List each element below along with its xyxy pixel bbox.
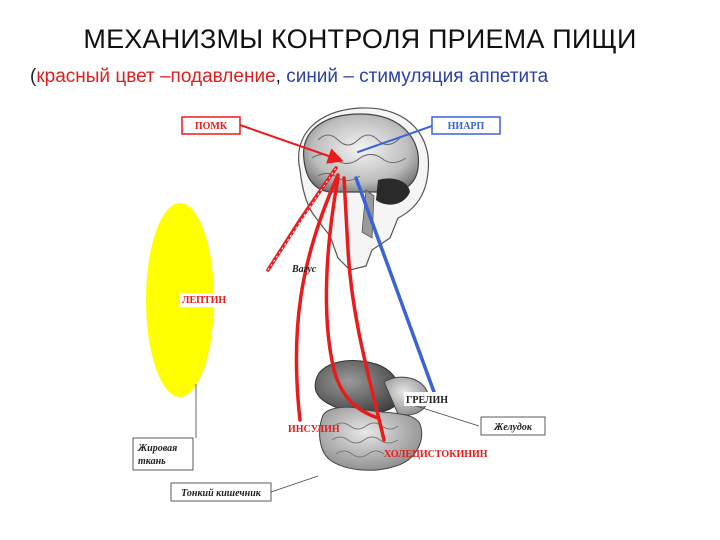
brain-image bbox=[303, 113, 420, 239]
page-title: МЕХАНИЗМЫ КОНТРОЛЯ ПРИЕМА ПИЩИ bbox=[83, 24, 637, 54]
subtitle-separator: , bbox=[275, 66, 287, 87]
stomach-label: Желудок bbox=[493, 422, 533, 433]
pomk-label: ПОМК bbox=[195, 121, 228, 132]
suppression-arrows bbox=[239, 124, 386, 442]
legend-suppression: красный цвет –подавление bbox=[36, 66, 276, 87]
niarp-box bbox=[431, 116, 501, 135]
arrow-pomk-to-brain bbox=[239, 124, 344, 164]
small-intestine-label: Тонкий кишечник bbox=[181, 488, 262, 499]
fat-tissue-box bbox=[132, 437, 194, 471]
arrow-cholecystokinin bbox=[342, 176, 386, 442]
niarp-label: НИАРП bbox=[448, 121, 485, 132]
arrow-niarp-to-brain bbox=[357, 125, 433, 153]
insulin-label: ИНСУЛИН bbox=[288, 424, 340, 435]
small-intestine-box bbox=[170, 482, 272, 502]
leader-lines bbox=[195, 384, 480, 493]
arrow-vagus bbox=[324, 176, 380, 420]
fat-tissue-label-line2: ткань bbox=[138, 456, 166, 467]
grelin-label: ГРЕЛИН bbox=[406, 395, 448, 406]
fat-tissue-label-line1: Жировая bbox=[137, 443, 177, 454]
vagus-nerve-dotted bbox=[267, 167, 337, 271]
stomach-box bbox=[480, 416, 546, 436]
leptin-box bbox=[180, 293, 238, 307]
cholecystokinin-label: ХОЛЕЦИСТОКИНИН bbox=[384, 449, 488, 460]
pomk-box bbox=[181, 116, 241, 135]
legend-subtitle: (красный цвет –подавление, синий – стиму… bbox=[30, 66, 548, 88]
leptin-label: ЛЕПТИН bbox=[182, 295, 226, 306]
arrow-grelin bbox=[354, 176, 436, 394]
stimulation-arrows bbox=[354, 125, 436, 394]
legend-stimulation: синий – стимуляция аппетита bbox=[286, 66, 549, 87]
vagus-label: Вагус bbox=[291, 264, 317, 275]
arrow-insulin bbox=[294, 173, 340, 422]
grelin-box bbox=[404, 392, 458, 406]
subtitle-open: ( bbox=[30, 66, 37, 87]
